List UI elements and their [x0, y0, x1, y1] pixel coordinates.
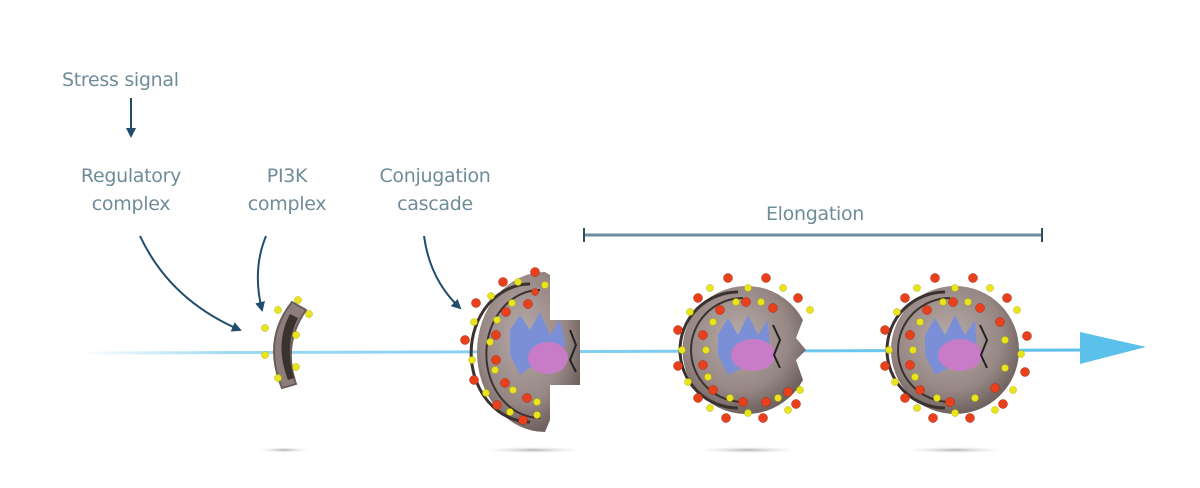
cargo-icon — [510, 312, 578, 375]
phagophore-nucleation-icon — [261, 296, 313, 390]
pi3k-line2: complex — [247, 193, 327, 215]
phagophore-conjugation-icon — [460, 267, 580, 432]
pi3k-arrow-icon — [255, 235, 267, 312]
timeline-arrowhead-icon — [1080, 332, 1146, 364]
conjugation-line2: cascade — [397, 193, 473, 215]
regulatory-line2: complex — [91, 193, 171, 215]
elongation-vesicle-2-icon — [880, 273, 1032, 423]
regulatory-line1: Regulatory — [80, 165, 182, 187]
elongation-range-bar — [583, 228, 1043, 242]
shadow — [692, 446, 804, 454]
cargo-icon — [925, 315, 989, 375]
pi3k-line1: PI3K — [266, 165, 308, 187]
conjugation-cascade-label: Conjugation cascade — [360, 162, 510, 218]
shadow — [899, 446, 1011, 454]
shadow — [478, 446, 588, 454]
elongation-label: Elongation — [765, 203, 865, 225]
elongation-vesicle-1-icon — [673, 273, 814, 423]
shadow — [254, 447, 314, 453]
cargo-icon — [718, 315, 782, 375]
regulatory-complex-label: Regulatory complex — [66, 162, 196, 218]
regulatory-arrow-icon — [139, 235, 242, 332]
pi3k-complex-label: PI3K complex — [232, 162, 342, 218]
stress-signal-label: Stress signal — [62, 69, 179, 91]
conjugation-line1: Conjugation — [379, 165, 491, 187]
conjugation-arrow-icon — [423, 235, 462, 310]
